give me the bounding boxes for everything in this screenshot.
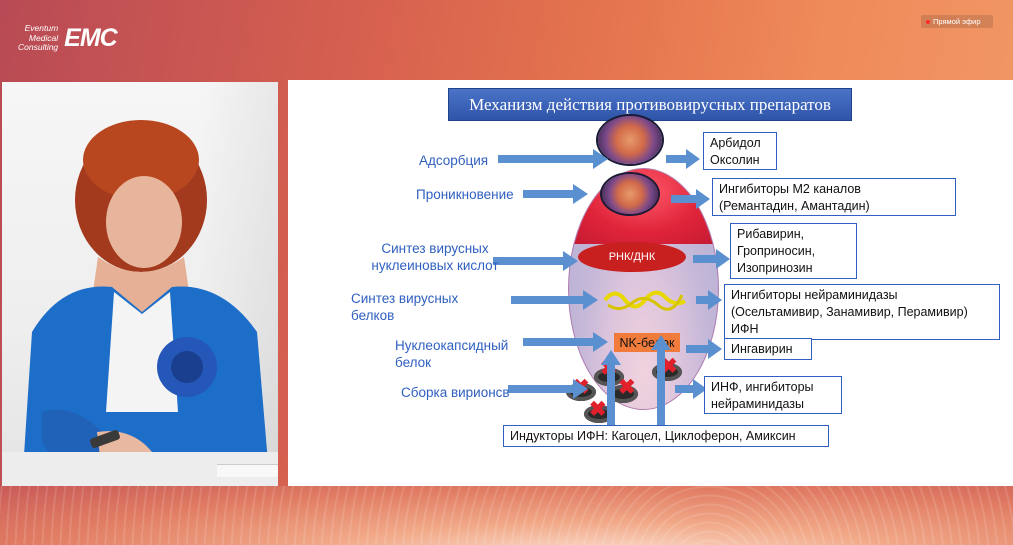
- decorative-footer: [0, 486, 1013, 545]
- speaker-figure: [22, 120, 270, 486]
- block-x-icon: ✖: [589, 398, 607, 421]
- drug-box-m2: Ингибиторы М2 каналов (Ремантадин, Амант…: [712, 178, 956, 216]
- virion-bud-4: [608, 385, 638, 403]
- stage-label-assembly: Сборка вирионсв: [401, 385, 510, 400]
- speaker-video: [2, 82, 278, 486]
- drug-box-adsorption: Арбидол Оксолин: [703, 132, 777, 170]
- drug-box-nucleic: Рибавирин, Гроприносин, Изопринозин: [730, 223, 857, 279]
- slide-title: Механизм действия противовирусных препар…: [448, 88, 852, 121]
- logo-mark: EMC: [64, 24, 118, 52]
- host-cell: [568, 168, 719, 410]
- virus-adsorbing-icon: [598, 116, 662, 164]
- live-dot-icon: [926, 19, 930, 24]
- logo-subtitle: Eventum Medical Consulting: [18, 23, 59, 53]
- drug-box-ingavirin: Ингавирин: [724, 338, 812, 360]
- broadcast-header: Eventum Medical Consulting EMC Прямой эф…: [0, 0, 1013, 80]
- inductors-box: Индукторы ИФН: Кагоцел, Циклоферон, Амик…: [503, 425, 829, 447]
- stage-label-adsorption: Адсорбция: [419, 153, 489, 168]
- stage-label-nucleic-synthesis: Синтез вирусных нуклеиновых кислот: [371, 241, 499, 273]
- emc-logo: Eventum Medical Consulting EMC: [18, 23, 118, 53]
- virus-entering-icon: [602, 174, 658, 214]
- arrows-layer: [493, 149, 730, 425]
- live-badge: Прямой эфир: [921, 15, 993, 28]
- nucleus-rna-dna: РНК/ДНК: [578, 242, 686, 272]
- stage-label-penetration: Проникновение: [416, 187, 514, 202]
- virion-bud-5: [584, 405, 614, 423]
- protein-synthesis-icon: [603, 290, 687, 311]
- presentation-slide: Механизм действия противовирусных препар…: [288, 80, 1013, 486]
- drug-box-neuraminidase: Ингибиторы нейраминидазы (Осельтамивир, …: [724, 284, 1000, 340]
- desk-paper: [217, 464, 278, 477]
- stage-label-nucleocapsid: Нуклеокапсидный белок: [395, 338, 509, 370]
- live-label: Прямой эфир: [933, 17, 981, 26]
- stage-label-protein-synthesis: Синтез вирусных белков: [351, 291, 459, 323]
- drug-box-assembly: ИНФ, ингибиторы нейраминидазы: [704, 376, 842, 414]
- block-x-icon: ✖: [618, 376, 636, 399]
